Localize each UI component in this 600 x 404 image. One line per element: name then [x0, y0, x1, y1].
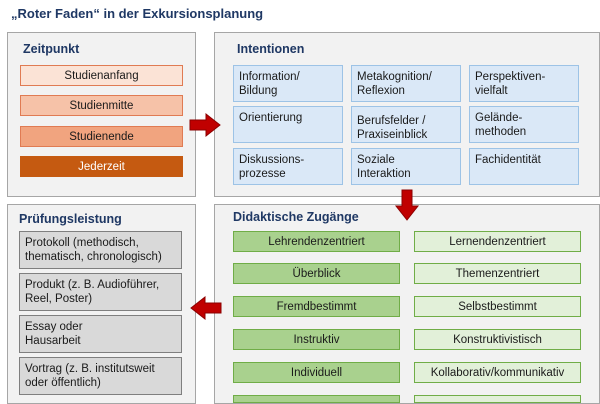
didaktik-konstruktivistisch: Konstruktivistisch	[414, 329, 581, 350]
intention-fachidentitaet: Fachidentität	[469, 148, 579, 185]
intention-soziale-interaktion: Soziale Interaktion	[351, 148, 461, 185]
intention-diskussionsprozesse: Diskussions- prozesse	[233, 148, 343, 185]
didaktik-selbstbestimmt: Selbstbestimmt	[414, 296, 581, 317]
intention-gelaendemethoden: Gelände- methoden	[469, 106, 579, 143]
didaktik-instruktiv: Instruktiv	[233, 329, 400, 350]
pruefung-produkt: Produkt (z. B. Audioführer, Reel, Poster…	[19, 273, 182, 311]
zeitpunkt-heading: Zeitpunkt	[23, 42, 80, 56]
pruefung-protokoll: Protokoll (methodisch, thematisch, chron…	[19, 231, 182, 269]
pruefung-vortrag: Vortrag (z. B. institutsweit oder öffent…	[19, 357, 182, 395]
didaktik-lehrendenzentriert: Lehrendenzentriert	[233, 231, 400, 252]
didaktik-fremdbestimmt: Fremdbestimmt	[233, 296, 400, 317]
didaktik-ueberblick: Überblick	[233, 263, 400, 284]
arrow-down-icon	[394, 189, 420, 221]
zeitpunkt-studienanfang: Studienanfang	[20, 65, 183, 86]
intention-orientierung: Orientierung	[233, 106, 343, 143]
diagram-title: „Roter Faden“ in der Exkursionsplanung	[11, 6, 264, 21]
intention-perspektivenvielfalt: Perspektiven- vielfalt	[469, 65, 579, 102]
didaktik-heading: Didaktische Zugänge	[233, 210, 359, 224]
didaktik-individuell: Individuell	[233, 362, 400, 383]
intention-berufsfelder-praxiseinblick: Berufsfelder / Praxiseinblick	[351, 106, 461, 143]
didaktik-right-cut-box	[414, 395, 581, 403]
didaktik-kollaborativ-kommunikativ: Kollaborativ/kommunikativ	[414, 362, 581, 383]
didaktik-left-cut-box	[233, 395, 400, 403]
didaktik-themenzentriert: Themenzentriert	[414, 263, 581, 284]
intentionen-heading: Intentionen	[237, 42, 305, 56]
intention-information-bildung: Information/ Bildung	[233, 65, 343, 102]
zeitpunkt-studienende: Studienende	[20, 126, 183, 147]
zeitpunkt-studienmitte: Studienmitte	[20, 95, 183, 116]
arrow-left-icon	[190, 295, 222, 321]
intention-metakognition-reflexion: Metakognition/ Reflexion	[351, 65, 461, 102]
arrow-right-icon	[189, 112, 221, 138]
zeitpunkt-jederzeit: Jederzeit	[20, 156, 183, 177]
didaktik-lernendenzentriert: Lernendenzentriert	[414, 231, 581, 252]
pruefung-essay-hausarbeit: Essay oder Hausarbeit	[19, 315, 182, 353]
pruefung-heading: Prüfungsleistung	[19, 212, 122, 226]
